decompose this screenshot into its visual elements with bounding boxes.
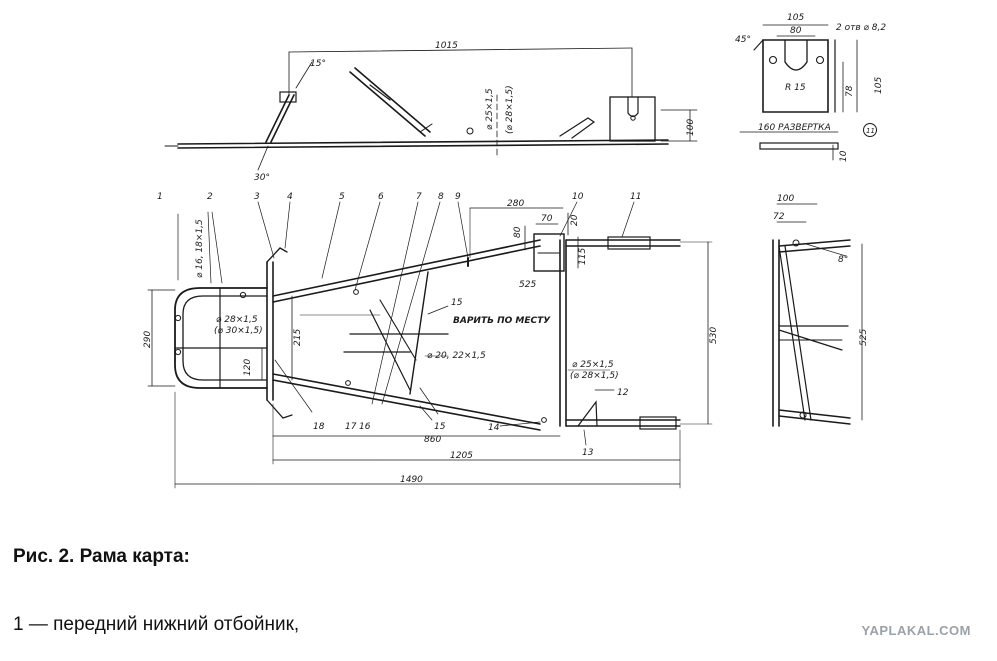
side-dim-angle-top: 15°	[310, 59, 326, 69]
plan-view	[147, 201, 713, 489]
callout-8: 8	[438, 192, 444, 202]
end-dim-525: 525	[859, 329, 869, 346]
callout-9: 9	[455, 192, 461, 202]
end-dim-angle: 8°	[838, 255, 848, 265]
dim-525-plan: 525	[519, 280, 536, 290]
callout-12: 12	[617, 388, 629, 398]
dim-80: 80	[513, 226, 523, 238]
figure-caption-title: Рис. 2. Рама карта:	[13, 546, 190, 567]
bracket-callout: 11	[866, 127, 875, 135]
end-view	[772, 203, 863, 427]
dim-20: 20	[570, 214, 580, 226]
bracket-dim-height: 105	[874, 77, 884, 94]
side-dim-angle-bottom: 30°	[254, 173, 270, 183]
callout-15-bottom: 15	[434, 422, 446, 432]
note-front-pipe: ⌀ 28×1,5	[216, 315, 258, 325]
dim-70: 70	[541, 214, 553, 224]
callout-11: 11	[630, 192, 641, 202]
dim-1490: 1490	[400, 475, 423, 485]
bracket-dim-width: 105	[787, 13, 804, 23]
callout-10: 10	[572, 192, 584, 202]
side-dim-length: 1015	[435, 41, 458, 51]
end-dim-100: 100	[777, 194, 794, 204]
bracket-thickness: 10	[839, 150, 849, 162]
callout-5: 5	[339, 192, 345, 202]
callout-17: 17	[345, 422, 357, 432]
callout-16: 16	[359, 422, 371, 432]
bracket-development: 160 РАЗВЕРТКА	[758, 123, 831, 133]
frame-drawing: 1015 15° 30° ⌀ 25×1,5 (⌀ 28×1,5) 100 105	[143, 13, 886, 489]
note-weld-in-place: ВАРИТЬ ПО МЕСТУ	[453, 316, 551, 326]
dim-120: 120	[243, 359, 253, 376]
callout-14: 14	[488, 423, 500, 433]
dim-290: 290	[143, 331, 153, 348]
figure-caption-item: 1 — передний нижний отбойник,	[13, 614, 300, 635]
note-rear-pipe-alt: (⌀ 28×1,5)	[570, 371, 619, 381]
note-bumper-pipe: ⌀ 16, 18×1,5	[195, 219, 205, 278]
callout-4: 4	[287, 192, 293, 202]
dim-215: 215	[293, 329, 303, 346]
callout-2: 2	[207, 192, 213, 202]
side-view	[164, 47, 698, 171]
end-dim-72: 72	[773, 212, 785, 222]
bracket-dim-78: 78	[845, 85, 855, 97]
callout-7: 7	[416, 192, 422, 202]
dim-115: 115	[578, 248, 588, 265]
side-dim-height: 100	[686, 119, 696, 136]
dim-530: 530	[709, 327, 719, 344]
note-rear-pipe: ⌀ 25×1,5	[572, 360, 614, 370]
callout-15-top: 15	[451, 298, 463, 308]
callout-18: 18	[313, 422, 325, 432]
bracket-holes: 2 отв ⌀ 8,2	[836, 23, 886, 33]
watermark: YAPLAKAL.COM	[861, 623, 971, 638]
bracket-dim-inner: 80	[790, 26, 802, 36]
bracket-radius: R 15	[785, 83, 806, 93]
bracket-detail	[739, 24, 877, 161]
note-cross-pipe: ⌀ 20, 22×1,5	[427, 351, 486, 361]
side-pipe-size-alt: (⌀ 28×1,5)	[505, 85, 515, 134]
note-front-pipe-alt: (⌀ 30×1,5)	[214, 326, 263, 336]
side-pipe-size: ⌀ 25×1,5	[485, 88, 495, 130]
callout-3: 3	[254, 192, 260, 202]
callout-6: 6	[378, 192, 384, 202]
dim-1205: 1205	[450, 451, 473, 461]
dim-860: 860	[424, 435, 441, 445]
callout-1: 1	[157, 192, 163, 202]
bracket-angle: 45°	[735, 35, 751, 45]
dim-280: 280	[507, 199, 524, 209]
callout-13: 13	[582, 448, 594, 458]
